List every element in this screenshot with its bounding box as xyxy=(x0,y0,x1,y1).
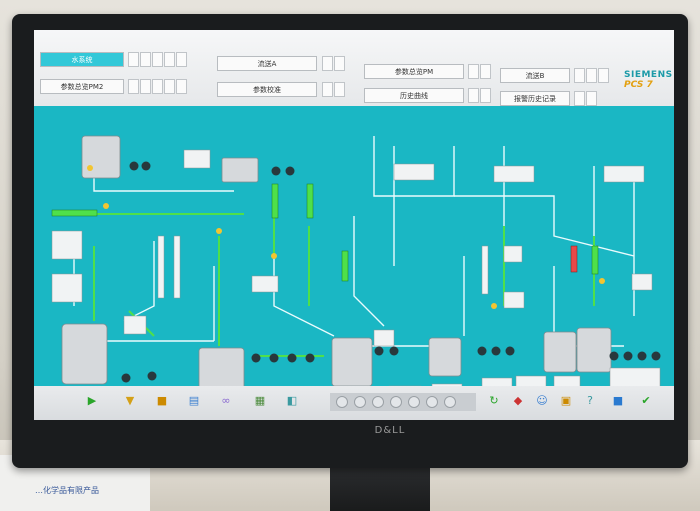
refresh-icon[interactable]: ↻ xyxy=(489,394,499,407)
nav-slot[interactable] xyxy=(480,64,491,79)
level-gauges xyxy=(157,235,489,299)
check-icon[interactable]: ✔ xyxy=(641,394,651,407)
monitor-stand xyxy=(330,468,430,511)
nav-slot[interactable] xyxy=(128,52,139,67)
nav-button-history-curve[interactable]: 历史曲线 xyxy=(364,88,464,103)
nav-slot[interactable] xyxy=(574,91,585,106)
tanks xyxy=(61,135,612,397)
nav-slot[interactable] xyxy=(140,79,151,94)
nav-slot[interactable] xyxy=(128,79,139,94)
nav-slot[interactable] xyxy=(586,68,597,83)
nav-slot[interactable] xyxy=(586,91,597,106)
nav-slot[interactable] xyxy=(598,68,609,83)
nav-last-button[interactable] xyxy=(444,396,456,408)
nav-slot[interactable] xyxy=(468,88,479,103)
nav-up-button[interactable] xyxy=(372,396,384,408)
nav-button-param-overview-pm2[interactable]: 参数总览PM2 xyxy=(40,79,124,94)
nav-slot[interactable] xyxy=(164,79,175,94)
user-icon[interactable]: ☺ xyxy=(536,394,548,407)
nav-button-param-overview-pm[interactable]: 参数总览PM xyxy=(364,64,464,79)
nav-button-flow-b[interactable]: 流送B xyxy=(500,68,570,83)
package-text: …化学品有限产品 xyxy=(35,486,99,495)
nav-button-param-calibration[interactable]: 参数校准 xyxy=(217,82,317,97)
layout-icon[interactable]: ◧ xyxy=(286,394,298,407)
nav-slot[interactable] xyxy=(322,82,333,97)
nav-slot[interactable] xyxy=(152,52,163,67)
nav-slot[interactable] xyxy=(574,68,585,83)
nav-button-alarm-record[interactable]: 报警历史记录 xyxy=(500,91,570,106)
nav-next-button[interactable] xyxy=(426,396,438,408)
nav-home-button[interactable] xyxy=(390,396,402,408)
nav-slot[interactable] xyxy=(164,52,175,67)
loop-icon[interactable]: ∞ xyxy=(221,394,231,407)
nav-slot[interactable] xyxy=(176,52,187,67)
nav-down-button[interactable] xyxy=(408,396,420,408)
nav-slot[interactable] xyxy=(334,82,345,97)
bottom-toolbar: ▶ ▼ ■ ▤ ∞ ▦ ◧ ↻ ◆ ☺ ▣ ? ■ ✔ xyxy=(34,386,674,420)
siemens-logo: SIEMENS PCS 7 xyxy=(624,70,674,90)
top-nav-bar: 水系统 流送A 参数总览PM 流送B 参数总览PM2 参数校准 历史曲线 报警历… xyxy=(34,30,674,106)
green-level-bars xyxy=(51,183,599,282)
pump-indicators xyxy=(87,165,605,309)
nav-slot[interactable] xyxy=(322,56,333,71)
play-icon[interactable]: ▶ xyxy=(87,394,97,407)
nav-slot[interactable] xyxy=(176,79,187,94)
monitor-logo: D&LL xyxy=(374,425,406,436)
process-diagram xyxy=(34,106,674,420)
red-indicator xyxy=(570,245,578,273)
hmi-screen: 水系统 流送A 参数总览PM 流送B 参数总览PM2 参数校准 历史曲线 报警历… xyxy=(34,30,674,420)
lock-icon[interactable]: ■ xyxy=(612,394,624,407)
nav-prev-button[interactable] xyxy=(354,396,366,408)
help-icon[interactable]: ? xyxy=(587,394,593,407)
chart-icon[interactable]: ▤ xyxy=(188,394,200,407)
nav-slot[interactable] xyxy=(480,88,491,103)
print-icon[interactable]: ▣ xyxy=(560,394,572,407)
nav-slot[interactable] xyxy=(468,64,479,79)
logo-brand: SIEMENS xyxy=(624,70,673,80)
nav-button-water-system[interactable]: 水系统 xyxy=(40,52,124,67)
nav-button-flow-a[interactable]: 流送A xyxy=(217,56,317,71)
nav-slot[interactable] xyxy=(152,79,163,94)
alarm-icon[interactable]: ◆ xyxy=(513,394,523,407)
nav-slot[interactable] xyxy=(140,52,151,67)
navigation-controls xyxy=(330,393,476,411)
folder-icon[interactable]: ■ xyxy=(156,394,168,407)
nav-first-button[interactable] xyxy=(336,396,348,408)
filter-icon[interactable]: ▼ xyxy=(125,394,135,407)
valves xyxy=(121,161,661,383)
nav-slot[interactable] xyxy=(334,56,345,71)
grid-icon[interactable]: ▦ xyxy=(254,394,266,407)
logo-product: PCS 7 xyxy=(624,80,653,90)
